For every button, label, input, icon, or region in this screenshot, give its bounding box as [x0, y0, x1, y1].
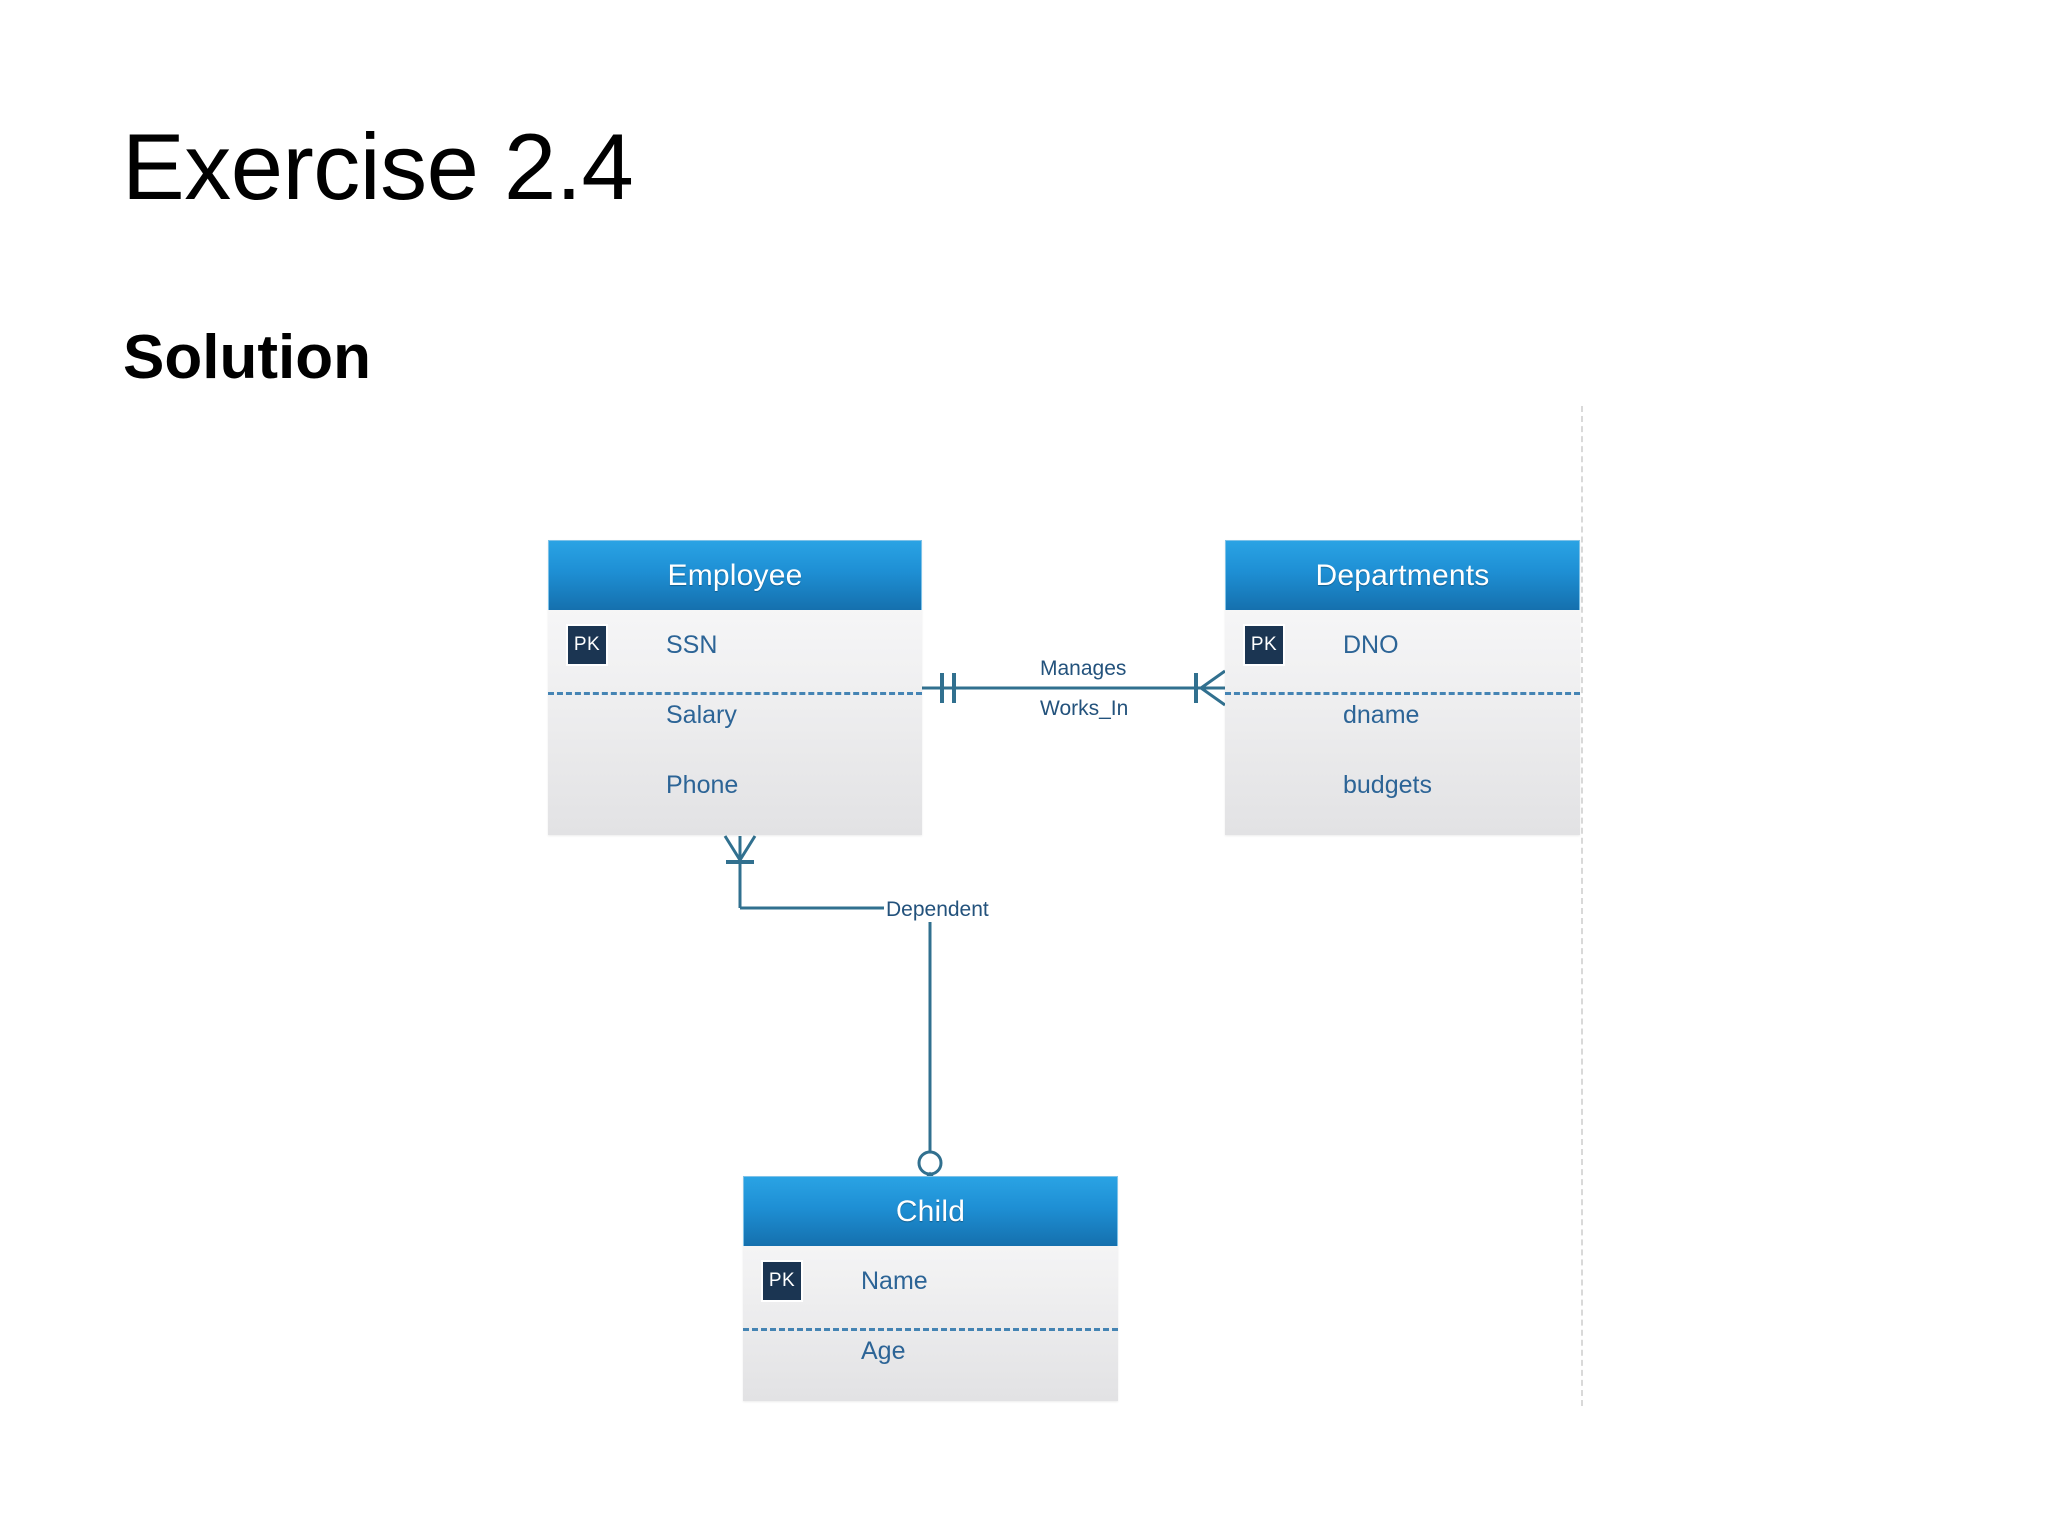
primary-key-divider	[743, 1328, 1118, 1331]
pk-key-icon: PK	[568, 626, 606, 664]
entity-departments-header: Departments	[1225, 540, 1580, 610]
attribute-label: Age	[861, 1336, 906, 1365]
cardinality-crowsfoot-employee	[723, 835, 757, 863]
attribute-row[interactable]: PK SSN	[548, 610, 922, 680]
entity-departments[interactable]: Departments PK DNO dname budgets	[1225, 540, 1580, 835]
attribute-row[interactable]: Age	[743, 1316, 1118, 1386]
attribute-label: Name	[861, 1266, 928, 1295]
cardinality-crowsfoot-departments	[1198, 669, 1226, 707]
entity-departments-title: Departments	[1315, 558, 1490, 592]
relationship-label-dependent: Dependent	[884, 898, 991, 922]
attribute-row[interactable]: PK DNO	[1225, 610, 1580, 680]
entity-employee-body: PK SSN Salary Phone	[548, 610, 922, 835]
page-title: Exercise 2.4	[122, 114, 634, 219]
entity-employee-title: Employee	[667, 558, 803, 592]
attribute-label: Phone	[666, 770, 739, 799]
attribute-row[interactable]: dname	[1225, 680, 1580, 750]
attribute-label: Salary	[666, 700, 737, 729]
cardinality-zero-circle	[917, 1150, 943, 1176]
primary-key-divider	[548, 692, 922, 695]
entity-employee-header: Employee	[548, 540, 922, 610]
relationship-label-manages: Manages	[1040, 657, 1127, 680]
entity-child-body: PK Name Age	[743, 1246, 1118, 1401]
attribute-row[interactable]: Phone	[548, 750, 922, 820]
attribute-row[interactable]: Salary	[548, 680, 922, 750]
entity-employee[interactable]: Employee PK SSN Salary Phone	[548, 540, 922, 835]
entity-child[interactable]: Child PK Name Age	[743, 1176, 1118, 1401]
attribute-label: budgets	[1343, 770, 1432, 799]
attribute-label: dname	[1343, 700, 1420, 729]
pk-key-icon: PK	[1245, 626, 1283, 664]
attribute-label: DNO	[1343, 630, 1399, 659]
page-subtitle: Solution	[123, 323, 371, 392]
diagram-guide-line	[1581, 406, 1583, 1406]
primary-key-divider	[1225, 692, 1580, 695]
pk-key-icon: PK	[763, 1262, 801, 1300]
attribute-row[interactable]: budgets	[1225, 750, 1580, 820]
attribute-label: SSN	[666, 630, 718, 659]
attribute-row[interactable]: PK Name	[743, 1246, 1118, 1316]
entity-departments-body: PK DNO dname budgets	[1225, 610, 1580, 835]
entity-child-title: Child	[895, 1194, 966, 1228]
entity-child-header: Child	[743, 1176, 1118, 1246]
relationship-label-works-in: Works_In	[1040, 697, 1129, 720]
